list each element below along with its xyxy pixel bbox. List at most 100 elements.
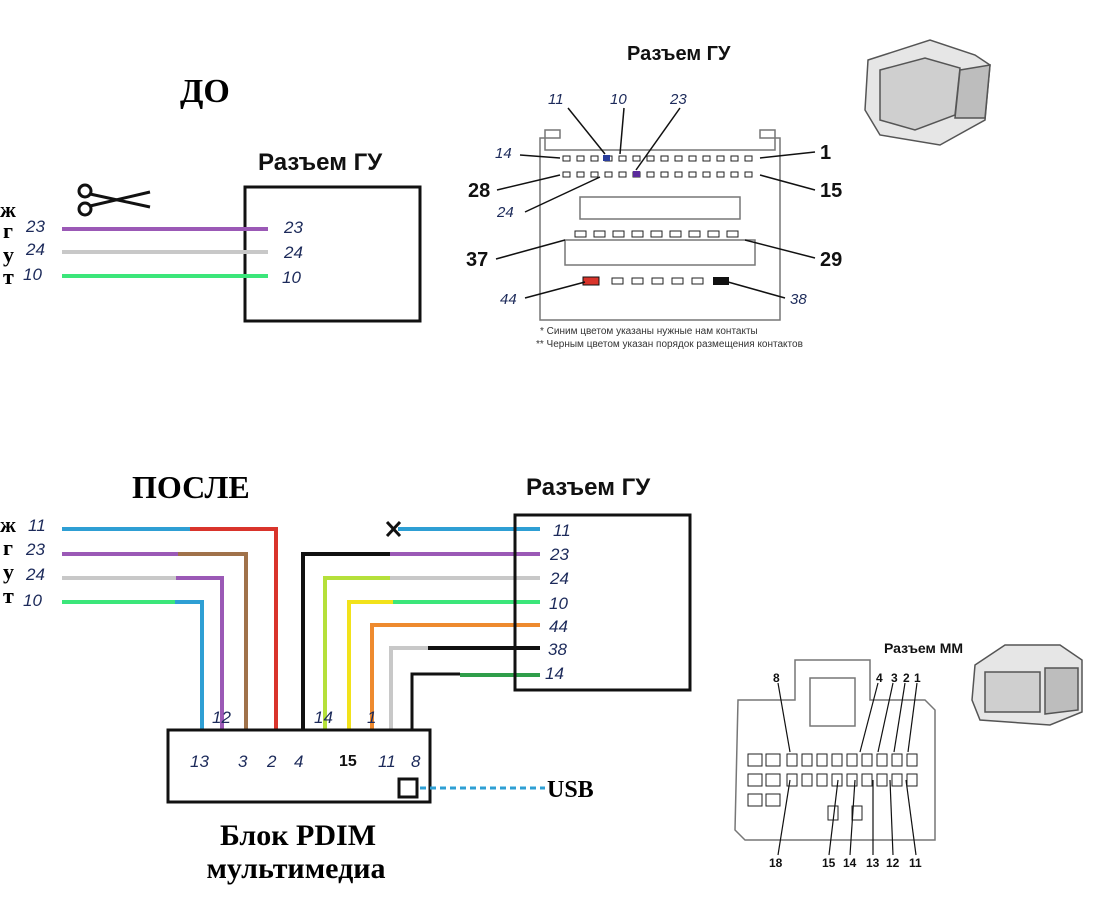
gu-pin	[593, 230, 606, 238]
mm-pin	[747, 773, 763, 787]
mm-drawing-title: Разъем ММ	[884, 640, 963, 656]
wire-red-to-2	[190, 527, 278, 745]
wire-gray-to-11	[389, 646, 428, 745]
mm-pin	[816, 773, 828, 787]
before-connector-title: Разъем ГУ	[258, 149, 383, 176]
cut-x-icon	[385, 520, 402, 538]
after-letter-g: г	[3, 535, 13, 560]
gu-pin	[604, 171, 613, 178]
gu-pin	[674, 171, 683, 178]
gu-pin-label-10: 10	[610, 91, 627, 108]
gu-pin	[702, 155, 711, 162]
gu-connector-key	[579, 196, 741, 220]
after-connector-title: Разъем ГУ	[526, 474, 651, 501]
mm-pin	[765, 753, 781, 767]
after-right-11: 11	[553, 521, 571, 540]
after-letter-u: у	[3, 559, 14, 584]
before-title: ДО	[180, 73, 230, 110]
gu-pin	[716, 171, 725, 178]
before-letter-zh: ж	[0, 197, 16, 222]
gu-pin	[590, 171, 599, 178]
mm-connector-drawing: Разъем ММ 8 4 3	[734, 640, 1083, 870]
gu-pin	[669, 230, 682, 238]
connector-3d-icon	[864, 39, 991, 146]
mm-pin	[906, 753, 918, 767]
mm-connector-outline	[734, 659, 936, 841]
mm-pin-label-14: 14	[843, 856, 857, 870]
wire-brown-to-3	[178, 552, 248, 745]
before-connector-box	[243, 185, 422, 323]
gu-drawing-title: Разъем ГУ	[627, 43, 731, 65]
mm-connector-3d-icon	[971, 644, 1083, 726]
after-section: ПОСЛЕ ж г у т 11 23 24 10	[0, 469, 692, 885]
gu-pin	[632, 155, 641, 162]
gu-pin	[730, 155, 739, 162]
gu-note-1: * Синим цветом указаны нужные нам контак…	[540, 326, 758, 337]
gu-pin	[651, 277, 664, 285]
mm-connector-latch	[809, 677, 856, 727]
pdim-pin-12: 12	[212, 708, 231, 727]
gu-pin	[562, 155, 571, 162]
mm-pin	[861, 773, 873, 787]
mm-pin	[906, 773, 918, 787]
gu-connector-outline	[539, 129, 781, 321]
gu-pin-38-highlight	[713, 277, 729, 285]
gu-pin	[576, 155, 585, 162]
mm-pin	[747, 753, 763, 767]
gu-pin	[660, 155, 669, 162]
after-letter-zh: ж	[0, 512, 16, 537]
gu-pin	[716, 155, 725, 162]
gu-pin-label-11: 11	[548, 91, 564, 108]
gu-pin-label-37: 37	[466, 249, 488, 271]
gu-pin	[562, 171, 571, 178]
mm-pin	[786, 753, 798, 767]
pdim-pin-11: 11	[378, 752, 396, 771]
mm-pin-label-15: 15	[822, 856, 836, 870]
before-left-10: 10	[23, 265, 42, 284]
after-right-14: 14	[545, 664, 564, 683]
usb-port-icon	[397, 777, 419, 799]
gu-pin	[730, 171, 739, 178]
mm-pin	[861, 753, 873, 767]
mm-pin-label-8: 8	[773, 671, 780, 685]
pdim-pin-1: 1	[367, 708, 376, 727]
after-right-23: 23	[549, 545, 569, 564]
wire-orange-44	[370, 623, 540, 745]
gu-pin	[688, 230, 701, 238]
gu-pin	[744, 155, 753, 162]
gu-pin	[688, 171, 697, 178]
gu-pin-23-highlight	[633, 171, 640, 177]
gu-pin	[576, 171, 585, 178]
scissors-icon	[77, 183, 151, 217]
gu-pin	[671, 277, 684, 285]
pdim-box	[166, 728, 432, 804]
pdim-pin-15: 15	[339, 753, 357, 770]
mm-pin-label-12: 12	[886, 856, 900, 870]
pdim-title-line2: мультимедиа	[206, 852, 385, 885]
gu-pin-44-highlight	[582, 276, 600, 286]
after-right-44: 44	[549, 617, 568, 636]
mm-pin	[851, 805, 863, 821]
gu-pin	[702, 171, 711, 178]
gu-note-2: ** Черным цветом указан порядок размещен…	[536, 339, 803, 350]
gu-pin-rows	[562, 155, 753, 285]
wire-lime-to-14	[323, 576, 390, 745]
wire-blue-to-13	[175, 600, 204, 745]
before-letter-g: г	[3, 218, 13, 243]
before-section: ДО Разъем ГУ ж г у т 23 24 10 23 24 10	[0, 73, 422, 323]
wire-yellow-to-15	[347, 600, 393, 745]
after-left-10: 10	[23, 591, 42, 610]
usb-label: USB	[547, 777, 594, 803]
mm-pin-label-11: 11	[909, 856, 922, 870]
mm-pin	[801, 773, 813, 787]
pdim-pin-13: 13	[190, 752, 209, 771]
after-right-24: 24	[549, 569, 569, 588]
before-letter-u: у	[3, 242, 14, 267]
gu-pin	[618, 155, 627, 162]
gu-pin	[574, 230, 587, 238]
gu-pin	[612, 230, 625, 238]
mm-pin-rows	[747, 753, 918, 821]
gu-pin-label-1: 1	[820, 142, 831, 164]
after-title: ПОСЛЕ	[132, 469, 250, 505]
